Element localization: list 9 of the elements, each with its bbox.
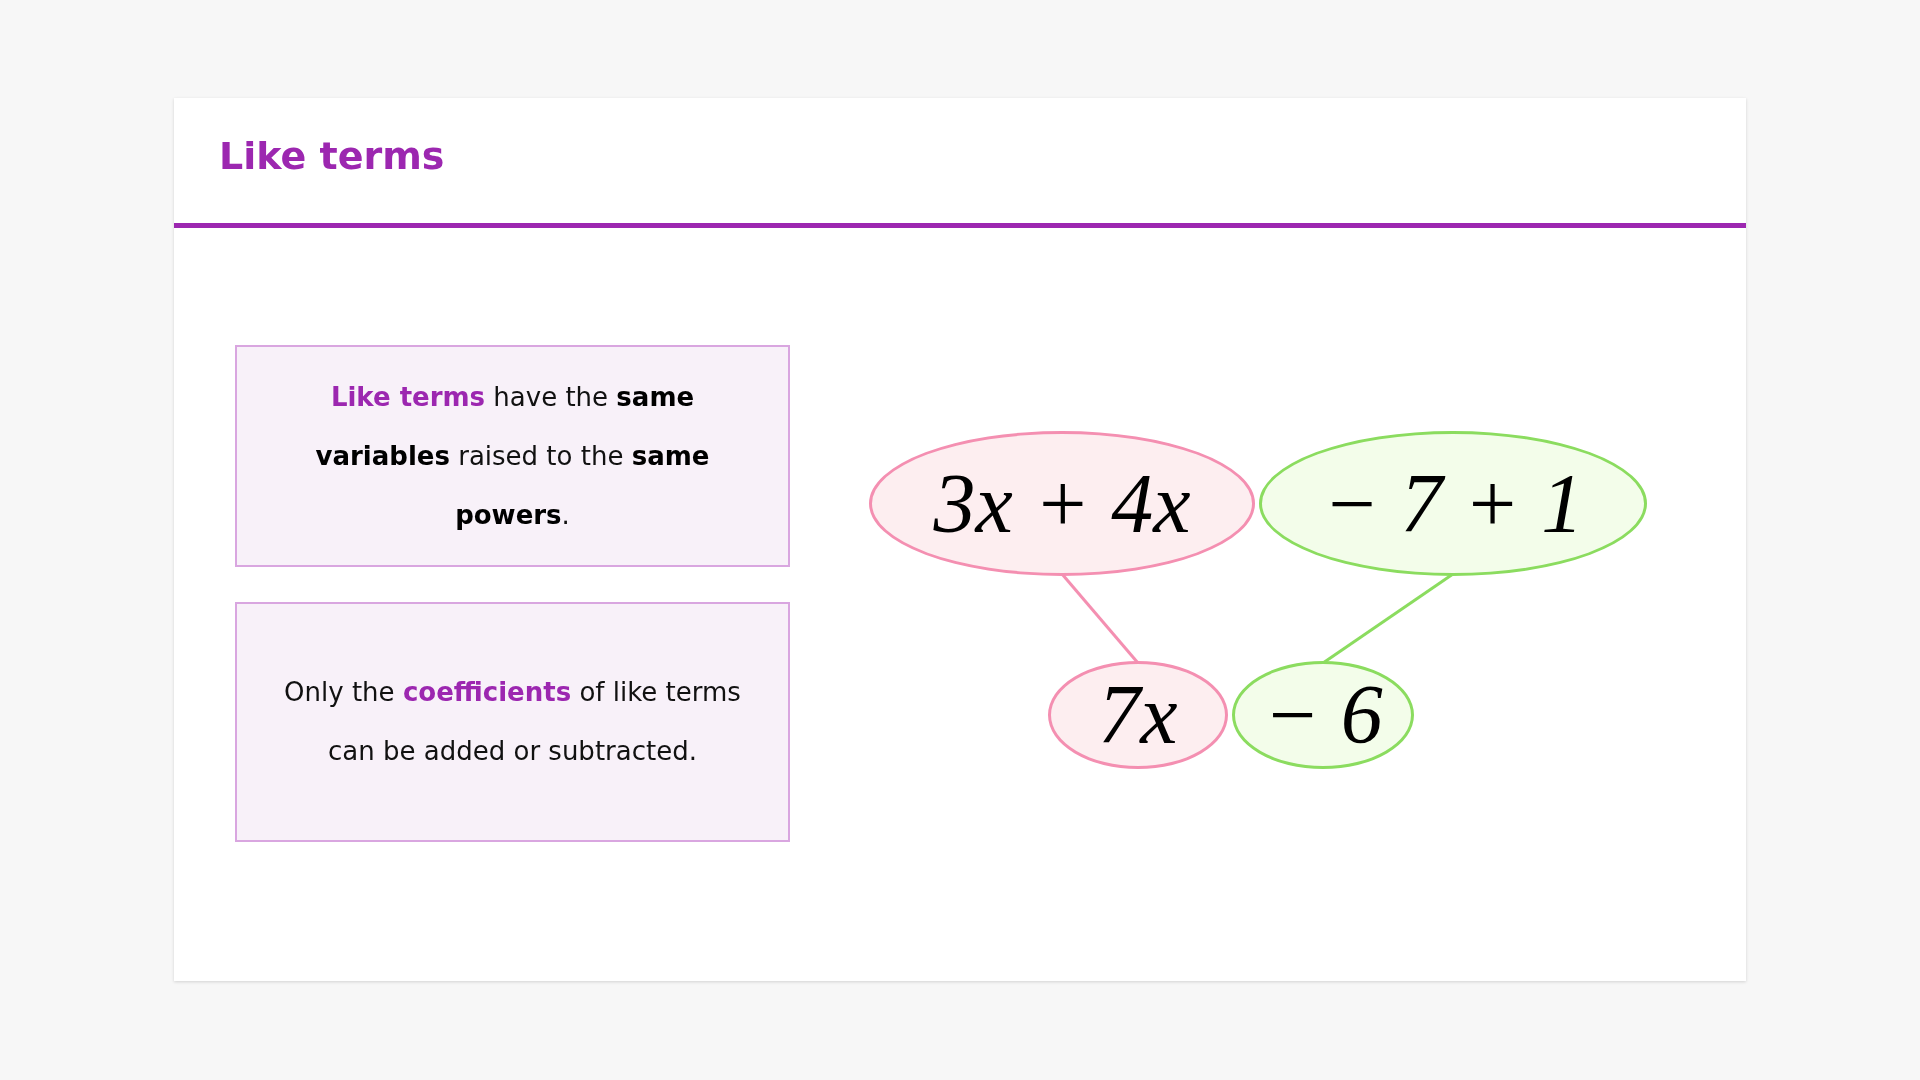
math-expression: − 6 bbox=[1263, 673, 1383, 757]
note-box bbox=[235, 602, 790, 842]
math-expression: 3x + 4x bbox=[933, 461, 1191, 546]
math-expression: 7x bbox=[1098, 673, 1178, 757]
note-box bbox=[235, 345, 790, 567]
note-text: Like terms have the same variables raised to the same powers. bbox=[314, 380, 711, 532]
slide-title: Like terms bbox=[219, 134, 445, 178]
note-text: Only the coefficients of like terms can be added or subtracted. bbox=[283, 676, 742, 768]
math-expression: − 7 + 1 bbox=[1322, 461, 1584, 546]
